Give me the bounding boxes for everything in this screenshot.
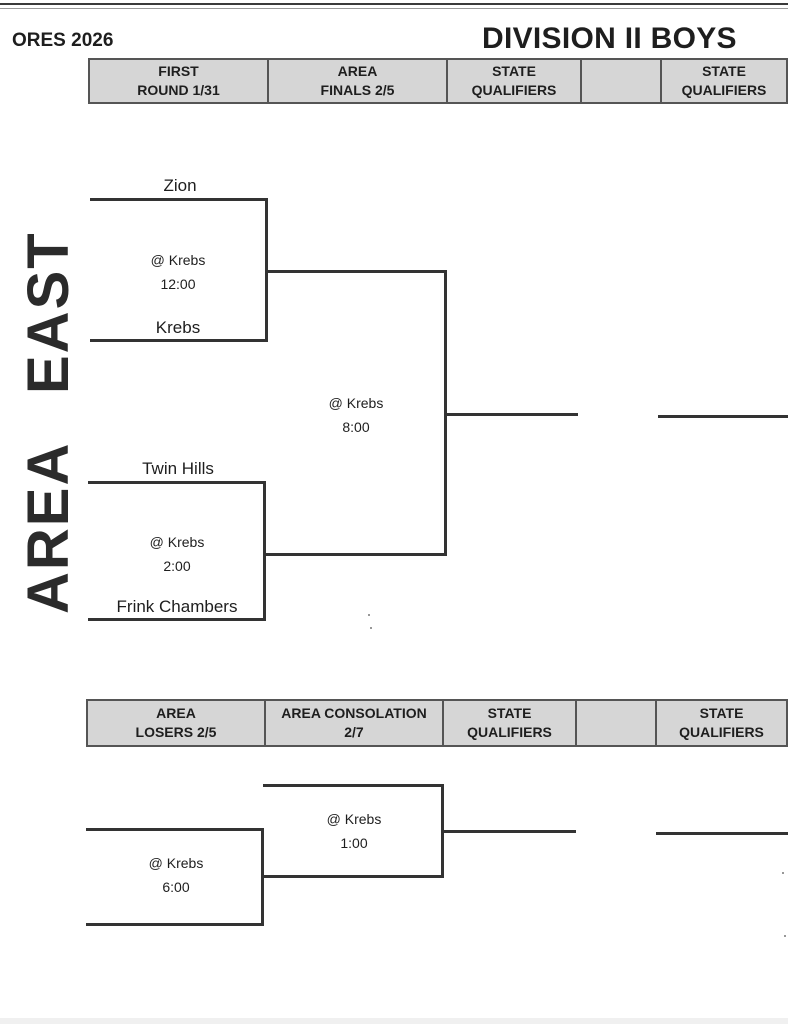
team-krebs: Krebs <box>155 318 201 337</box>
consolation-info: @ Krebs 1:00 <box>294 807 414 855</box>
bracket-line-losers-top <box>86 828 264 831</box>
area-final-site: @ Krebs <box>328 395 384 411</box>
losers-info: @ Krebs 6:00 <box>116 851 236 899</box>
consolation-site: @ Krebs <box>326 811 382 827</box>
losers-time: 6:00 <box>162 879 190 895</box>
bracket-line-state-qualifier-2 <box>658 415 788 418</box>
bracket-line-game1-winner <box>265 270 447 273</box>
header-area-losers: AREA LOSERS 2/5 <box>88 701 266 745</box>
bracket-line-frink-chambers <box>88 618 266 621</box>
side-word-east: EAST <box>16 231 81 394</box>
header-first-round: FIRST ROUND 1/31 <box>90 60 269 102</box>
header-area-consolation: AREA CONSOLATION 2/7 <box>266 701 444 745</box>
game1-info: @ Krebs 12:00 <box>118 248 238 296</box>
bracket-line-game2-winner <box>263 553 447 556</box>
bracket-line-twin-hills <box>88 481 266 484</box>
bracket-line-krebs <box>90 339 268 342</box>
team-zion: Zion <box>163 176 197 195</box>
bracket-line-state-qualifier-4 <box>656 832 788 835</box>
top-rule <box>0 3 788 5</box>
bracket-line-consolation-top <box>263 784 444 787</box>
bracket-connector-game2 <box>263 481 266 621</box>
bottom-edge <box>0 1018 788 1024</box>
scan-speck <box>784 935 786 937</box>
bracket-line-state-qualifier-1 <box>444 413 578 416</box>
team-twin-hills: Twin Hills <box>142 459 214 478</box>
header-state-qualifiers-1: STATE QUALIFIERS <box>448 60 582 102</box>
header-blank-2 <box>577 701 657 745</box>
game1-time: 12:00 <box>160 276 196 292</box>
area-final-time: 8:00 <box>342 419 370 435</box>
losers-site: @ Krebs <box>148 855 204 871</box>
team-frink-chambers: Frink Chambers <box>116 597 238 616</box>
area-final-info: @ Krebs 8:00 <box>296 391 416 439</box>
bracket-line-losers-bottom <box>86 923 264 926</box>
bracket-line-state-qualifier-3 <box>441 830 576 833</box>
document-right-title: DIVISION II BOYS <box>482 22 737 55</box>
consolation-time: 1:00 <box>340 835 368 851</box>
document-left-title: ORES 2026 <box>12 30 114 51</box>
header-blank <box>582 60 662 102</box>
side-word-area: AREA <box>16 441 81 614</box>
bracket-line-consolation-bottom <box>263 875 444 878</box>
top-header-row: FIRST ROUND 1/31 AREA FINALS 2/5 STATE Q… <box>88 58 788 104</box>
top-rule-thin <box>0 8 788 9</box>
header-state-qualifiers-2: STATE QUALIFIERS <box>681 63 767 98</box>
scan-speck <box>782 872 784 874</box>
bracket-connector-losers <box>261 828 264 926</box>
game2-site: @ Krebs <box>149 534 205 550</box>
game1-site: @ Krebs <box>150 252 206 268</box>
scan-speck <box>370 627 372 629</box>
header-area-finals: AREA FINALS 2/5 <box>269 60 448 102</box>
bottom-header-row: AREA LOSERS 2/5 AREA CONSOLATION 2/7 STA… <box>86 699 788 747</box>
game2-time: 2:00 <box>163 558 191 574</box>
game2-info: @ Krebs 2:00 <box>117 530 237 578</box>
scan-speck <box>368 614 370 616</box>
header-state-qualifiers-3: STATE QUALIFIERS <box>444 701 577 745</box>
bracket-line-zion <box>90 198 268 201</box>
header-state-qualifiers-4: STATE QUALIFIERS <box>679 705 764 740</box>
